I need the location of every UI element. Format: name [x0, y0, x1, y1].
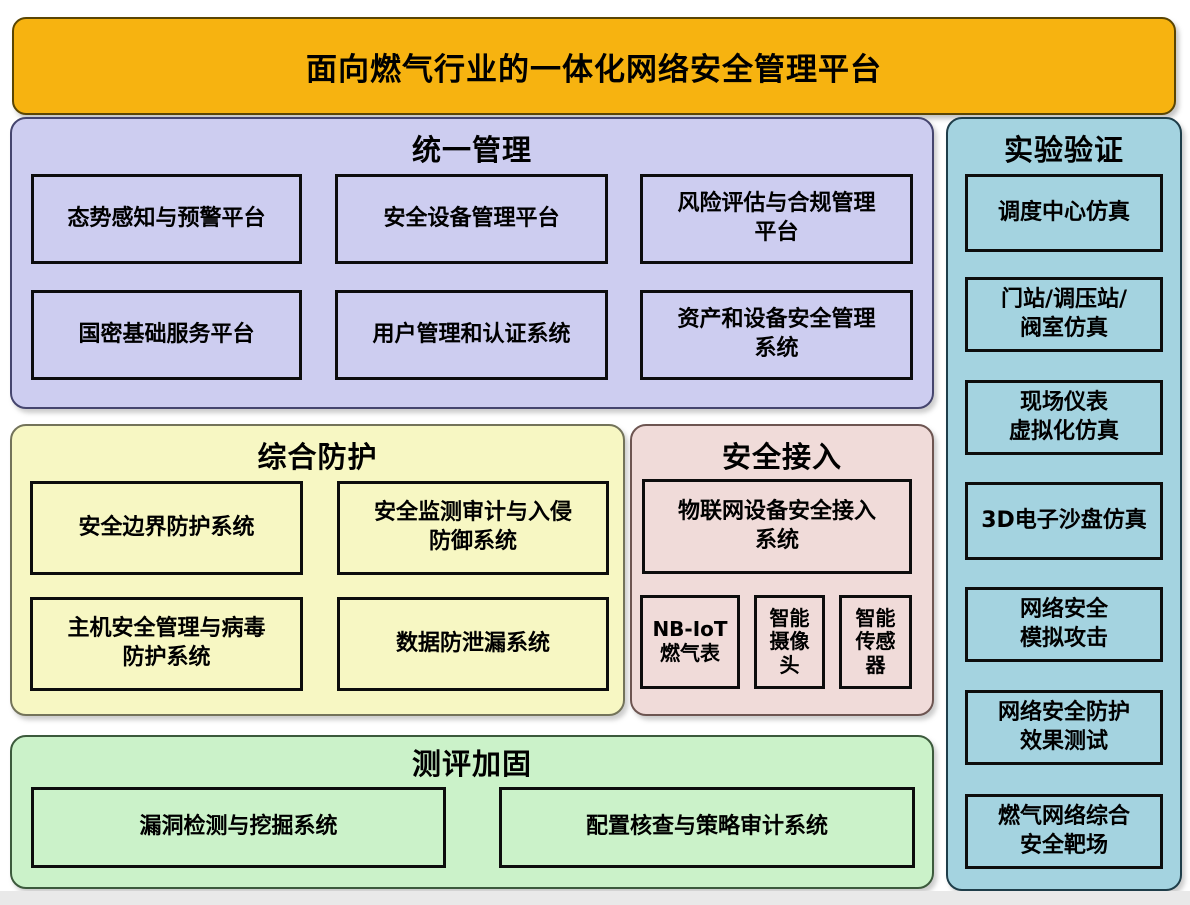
section-secure-access: 安全接入 物联网设备安全接入 系统 NB-IoT 燃气表 智能 摄像 头 智能 …: [630, 424, 934, 716]
section-header-evaluation-hardening: 测评加固: [411, 747, 532, 781]
box-network-security-attack-simulation: 网络安全 模拟攻击: [965, 587, 1163, 662]
section-header-secure-access: 安全接入: [721, 440, 842, 474]
section-evaluation-hardening: 测评加固 漏洞检测与挖掘系统 配置核查与策略审计系统: [10, 735, 934, 889]
box-3d-electronic-sandbox-simulation: 3D电子沙盘仿真: [965, 482, 1163, 560]
section-comprehensive-protection: 综合防护 安全边界防护系统 安全监测审计与入侵 防御系统 主机安全管理与病毒 防…: [10, 424, 625, 716]
section-header-comprehensive-protection: 综合防护: [257, 440, 378, 474]
box-smart-camera: 智能 摄像 头: [754, 595, 825, 689]
box-network-security-protection-effect-test: 网络安全防护 效果测试: [965, 690, 1163, 765]
box-iot-device-secure-access-system: 物联网设备安全接入 系统: [642, 479, 912, 574]
box-risk-assessment-compliance-platform: 风险评估与合规管理 平台: [640, 174, 913, 264]
box-configuration-check-policy-audit-system: 配置核查与策略审计系统: [499, 787, 915, 868]
section-unified-management: 统一管理 态势感知与预警平台 安全设备管理平台 风险评估与合规管理 平台 国密基…: [10, 117, 934, 409]
box-asset-device-security-management-system: 资产和设备安全管理 系统: [640, 290, 913, 380]
bottom-shadow-strip: [0, 891, 1190, 905]
section-header-experimental-verification: 实验验证: [1003, 133, 1124, 167]
page-title: 面向燃气行业的一体化网络安全管理平台: [306, 51, 882, 88]
box-gas-network-comprehensive-cyber-range: 燃气网络综合 安全靶场: [965, 794, 1163, 869]
section-header-unified-management: 统一管理: [411, 133, 532, 167]
box-national-crypto-service-platform: 国密基础服务平台: [31, 290, 302, 380]
box-smart-sensor: 智能 传感 器: [839, 595, 912, 689]
box-gate-station-regulator-valve-simulation: 门站/调压站/ 阀室仿真: [965, 277, 1163, 352]
box-security-device-management-platform: 安全设备管理平台: [335, 174, 608, 264]
box-vulnerability-detection-mining-system: 漏洞检测与挖掘系统: [31, 787, 446, 868]
box-user-management-authentication-system: 用户管理和认证系统: [335, 290, 608, 380]
section-experimental-verification: 实验验证 调度中心仿真 门站/调压站/ 阀室仿真 现场仪表 虚拟化仿真 3D电子…: [946, 117, 1182, 891]
box-security-boundary-protection-system: 安全边界防护系统: [30, 481, 303, 575]
box-field-instrument-virtualization-simulation: 现场仪表 虚拟化仿真: [965, 380, 1163, 455]
box-security-monitoring-audit-intrusion-system: 安全监测审计与入侵 防御系统: [337, 481, 609, 575]
box-situational-awareness-platform: 态势感知与预警平台: [31, 174, 302, 264]
title-banner: 面向燃气行业的一体化网络安全管理平台: [12, 17, 1176, 115]
box-nb-iot-gas-meter: NB-IoT 燃气表: [640, 595, 740, 689]
box-data-leak-prevention-system: 数据防泄漏系统: [337, 597, 609, 691]
box-dispatch-center-simulation: 调度中心仿真: [965, 174, 1163, 252]
box-host-security-antivirus-system: 主机安全管理与病毒 防护系统: [30, 597, 303, 691]
